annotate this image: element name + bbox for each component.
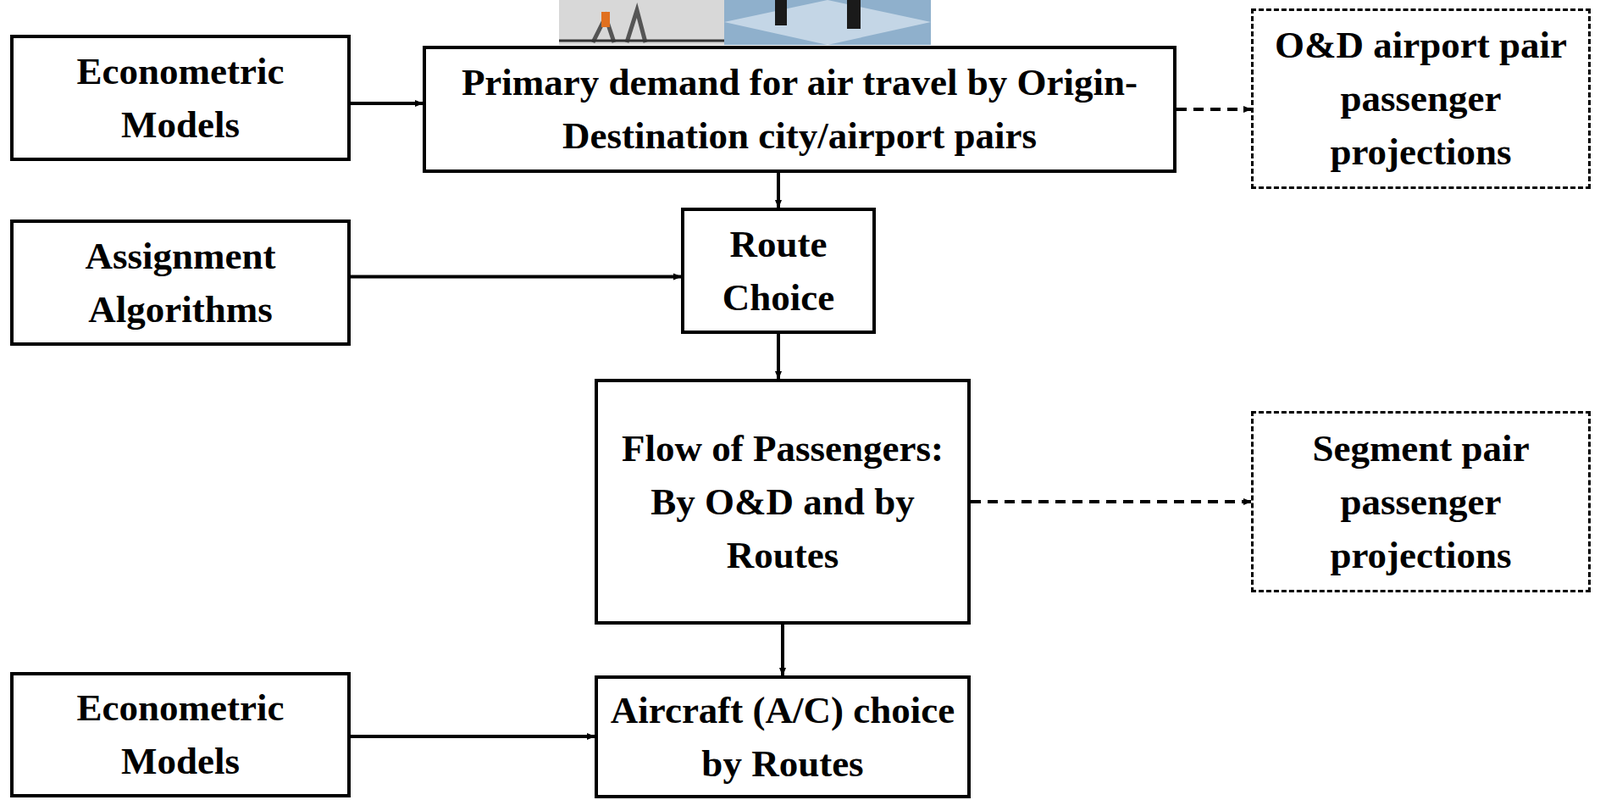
process-box: Primary demand for air travel by Origin-… <box>422 45 1177 173</box>
text-group: Segment pair passenger projections <box>1261 421 1581 582</box>
text-group: Flow of Passengers:By O&D and by Routes <box>604 421 961 582</box>
model-box: Assignment Algorithms <box>10 219 351 346</box>
node-text: O&D airport pair passenger projections <box>1261 18 1581 179</box>
photo-tiles <box>724 0 931 45</box>
node-text: Segment pair passenger projections <box>1261 421 1581 582</box>
text-group: Assignment Algorithms <box>20 229 341 337</box>
node-text: Route Choice <box>691 217 866 325</box>
node-text: Flow of Passengers: <box>621 421 944 476</box>
node-text: Aircraft (A/C) choice by Routes <box>604 683 961 791</box>
process-box: Flow of Passengers:By O&D and by Routes <box>594 378 971 625</box>
photo-figure-accent <box>601 11 610 28</box>
photo-person <box>847 0 861 29</box>
flow-arrow <box>776 333 781 379</box>
output-box: O&D airport pair passenger projections <box>1251 8 1591 189</box>
photo-right <box>724 0 931 45</box>
text-group: Aircraft (A/C) choice by Routes <box>604 683 961 791</box>
dashed-arrow <box>1176 107 1252 111</box>
text-group: Econometric Models <box>20 44 341 152</box>
flow-arrow <box>776 172 781 208</box>
text-group: Route Choice <box>691 217 866 325</box>
photo-person <box>775 0 787 26</box>
flow-arrow <box>780 624 785 676</box>
photo-floor <box>559 39 725 43</box>
text-group: Primary demand for air travel by Origin-… <box>432 55 1167 163</box>
node-text: Assignment Algorithms <box>20 229 341 337</box>
dashed-arrow <box>970 499 1252 504</box>
text-group: O&D airport pair passenger projections <box>1261 18 1581 179</box>
model-box: Econometric Models <box>10 34 351 161</box>
node-text: Econometric Models <box>20 44 341 152</box>
process-box: Route Choice <box>680 207 876 334</box>
photo-left <box>559 0 725 45</box>
output-box: Segment pair passenger projections <box>1251 410 1591 593</box>
node-text: Econometric Models <box>20 680 341 788</box>
text-group: Econometric Models <box>20 680 341 788</box>
process-box: Aircraft (A/C) choice by Routes <box>594 675 971 798</box>
node-text: Primary demand for air travel by Origin-… <box>432 55 1167 163</box>
flow-arrow <box>350 101 423 106</box>
photo-figures <box>592 10 646 43</box>
node-text: By O&D and by Routes <box>604 475 961 582</box>
flow-arrow <box>350 734 595 738</box>
model-box: Econometric Models <box>10 671 351 798</box>
flow-arrow <box>350 275 681 279</box>
